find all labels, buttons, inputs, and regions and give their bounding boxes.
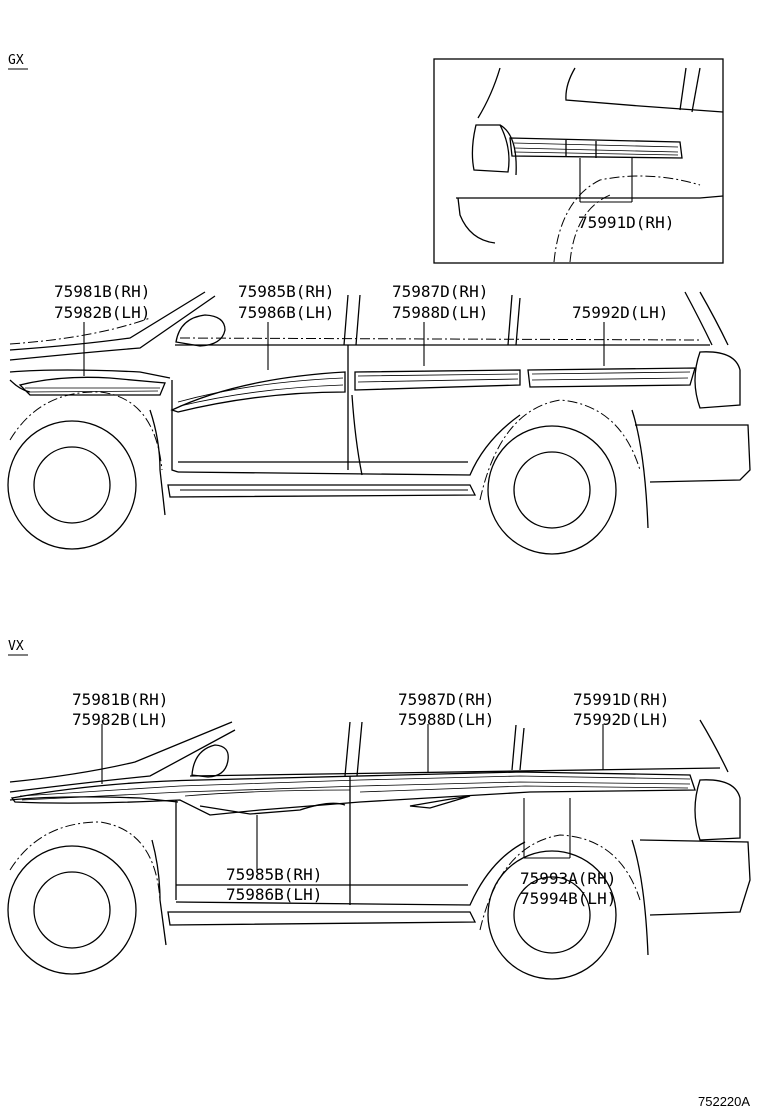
gx-label-rear-door-rh: 75987D(RH) bbox=[392, 282, 488, 301]
vx-label-front-door-lh: 75986B(LH) bbox=[226, 885, 322, 904]
vx-label-rear-door-lh: 75988D(LH) bbox=[398, 710, 494, 729]
gx-label-front-door-rh: 75985B(RH) bbox=[238, 282, 334, 301]
vx-label-front-lh: 75982B(LH) bbox=[72, 710, 168, 729]
gx-inset-label-rh: 75991D(RH) bbox=[578, 213, 674, 232]
vx-label-quarter-rh: 75991D(RH) bbox=[573, 690, 669, 709]
gx-section: GX 75991D(RH) bbox=[7, 53, 751, 555]
gx-vehicle-side-view: 75981B(RH) 75982B(LH) 75985B(RH) 75986B(… bbox=[7, 282, 751, 555]
vx-label-front-rh: 75981B(RH) bbox=[72, 690, 168, 709]
vx-label-rear-door-rh: 75987D(RH) bbox=[398, 690, 494, 709]
gx-rear-inset: 75991D(RH) bbox=[433, 58, 724, 264]
vx-label-quarter-lh: 75992D(LH) bbox=[573, 710, 669, 729]
vx-label-fender-rh: 75993A(RH) bbox=[520, 869, 616, 888]
gx-label-front-door-lh: 75986B(LH) bbox=[238, 303, 334, 322]
inset-frame bbox=[433, 58, 724, 264]
vx-section: VX bbox=[7, 639, 751, 980]
gx-section-label: GX bbox=[8, 53, 24, 68]
vx-label-front-door-rh: 75985B(RH) bbox=[226, 865, 322, 884]
gx-label-quarter-lh: 75992D(LH) bbox=[572, 303, 668, 322]
gx-label-rear-door-lh: 75988D(LH) bbox=[392, 303, 488, 322]
vx-vehicle-side-view: 75981B(RH) 75982B(LH) 75987D(RH) 75988D(… bbox=[7, 690, 751, 980]
vx-label-fender-lh: 75994B(LH) bbox=[520, 889, 616, 908]
figure-id: 752220A bbox=[698, 1094, 750, 1109]
gx-label-front-rh: 75981B(RH) bbox=[54, 282, 150, 301]
gx-label-front-lh: 75982B(LH) bbox=[54, 303, 150, 322]
vx-section-label: VX bbox=[8, 639, 24, 654]
